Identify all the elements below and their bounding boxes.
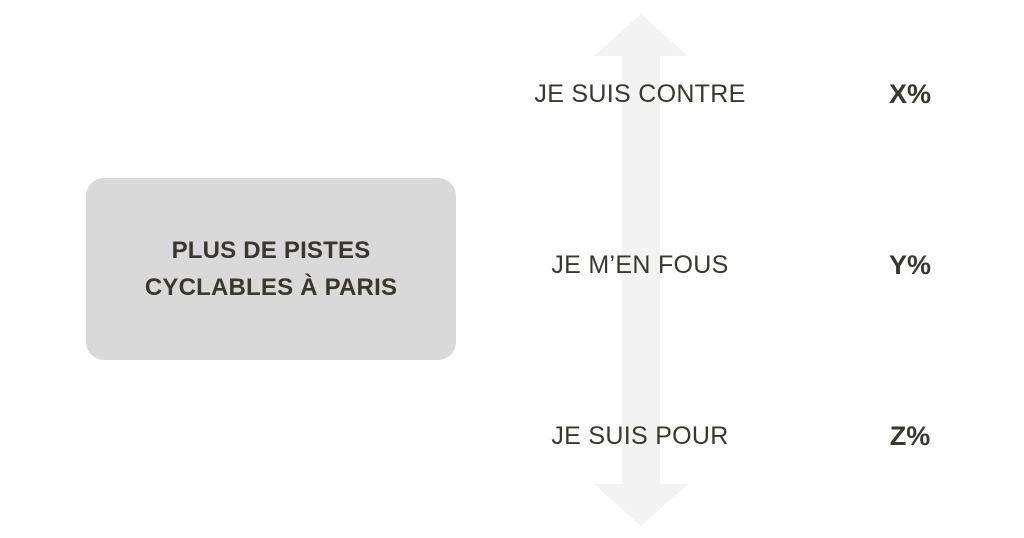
opinion-value-for: Z% [889,421,931,451]
topic-box: PLUS DE PISTES CYCLABLES À PARIS [86,178,456,360]
topic-line-1: PLUS DE PISTES [171,237,371,264]
opinion-value-indifferent: Y% [888,250,932,280]
opinion-label-against: JE SUIS CONTRE [534,80,746,108]
double-arrow-icon [594,14,688,526]
opinion-label-for: JE SUIS POUR [551,422,729,450]
double-arrow-shape [594,14,688,526]
opinion-value-against: X% [888,79,932,109]
opinion-label-indifferent: JE M’EN FOUS [551,251,729,279]
topic-line-2: CYCLABLES À PARIS [144,274,398,301]
